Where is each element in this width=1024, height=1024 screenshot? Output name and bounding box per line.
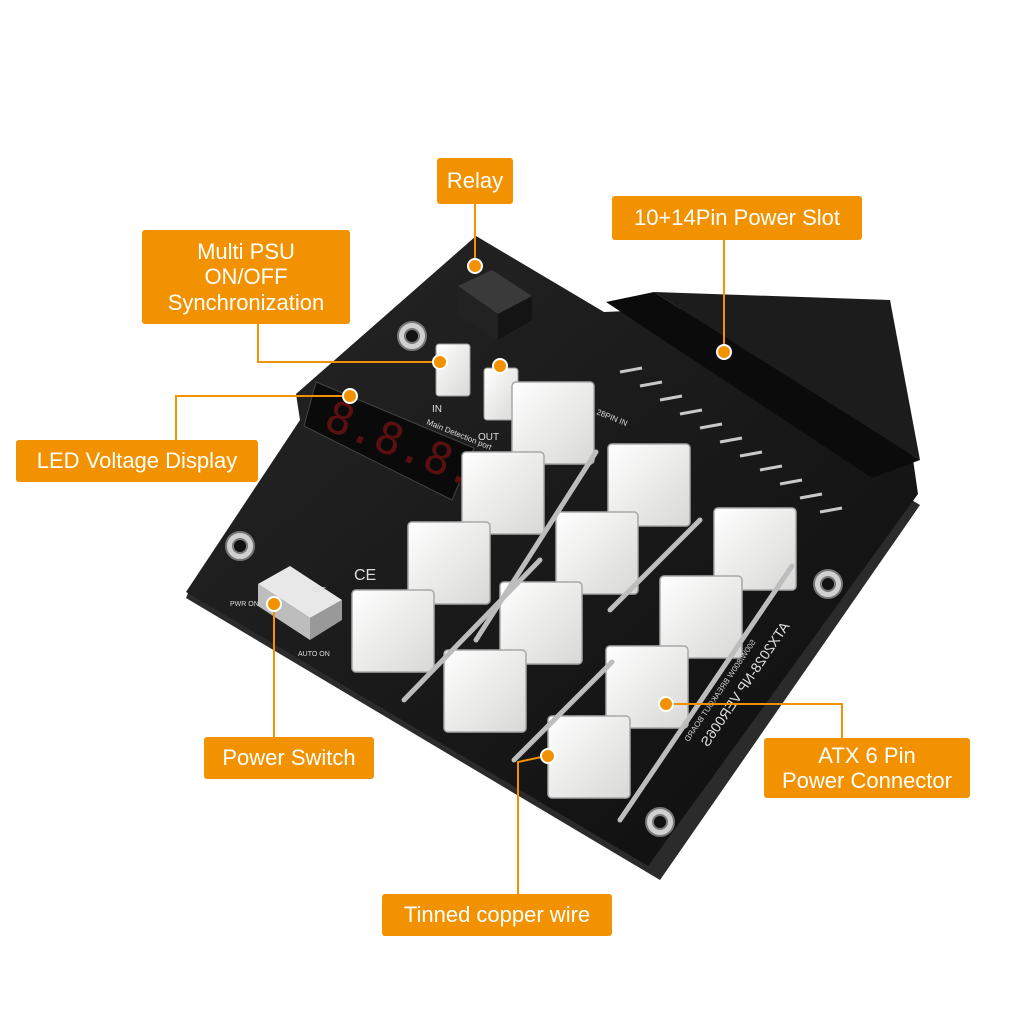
atx-6pin-connector xyxy=(511,381,595,465)
callout-endpoints xyxy=(266,258,732,764)
callout-power-switch: Power Switch xyxy=(204,737,374,779)
callout-leader-lines xyxy=(175,204,843,894)
out-label: OUT xyxy=(478,432,499,443)
atx-6pin-connector xyxy=(461,451,545,535)
atx-6pin-connector xyxy=(607,443,691,527)
callout-atx6-connector: ATX 6 Pin Power Connector xyxy=(764,738,970,798)
callout-psu-sync: Multi PSU ON/OFF Synchronization xyxy=(142,230,350,324)
off-label: OFF xyxy=(312,587,326,594)
callout-led-display: LED Voltage Display xyxy=(16,440,258,482)
callout-relay: Relay xyxy=(437,158,513,204)
pcb-board xyxy=(186,236,918,866)
in-label: IN xyxy=(432,404,442,415)
callout-power-slot: 10+14Pin Power Slot xyxy=(612,196,862,240)
atx-6pin-connector xyxy=(499,581,583,665)
atx-6pin-connector xyxy=(555,511,639,595)
callout-copper-wire: Tinned copper wire xyxy=(382,894,612,936)
atx-6pin-connectors xyxy=(351,381,797,799)
atx-6pin-connector xyxy=(443,649,527,733)
ce-mark: CE xyxy=(354,567,376,584)
pwr-on-label: PWR ON xyxy=(230,601,259,608)
atx-6pin-connector xyxy=(351,589,435,673)
auto-on-label: AUTO ON xyxy=(298,651,330,658)
atx-6pin-connector xyxy=(659,575,743,659)
power-slot-24pin xyxy=(606,292,920,514)
atx-6pin-connector xyxy=(713,507,797,591)
atx-6pin-connector xyxy=(547,715,631,799)
atx-6pin-connector xyxy=(407,521,491,605)
relay-component xyxy=(458,270,532,340)
mounting-holes xyxy=(225,321,843,837)
tinned-copper-wires xyxy=(401,449,795,823)
